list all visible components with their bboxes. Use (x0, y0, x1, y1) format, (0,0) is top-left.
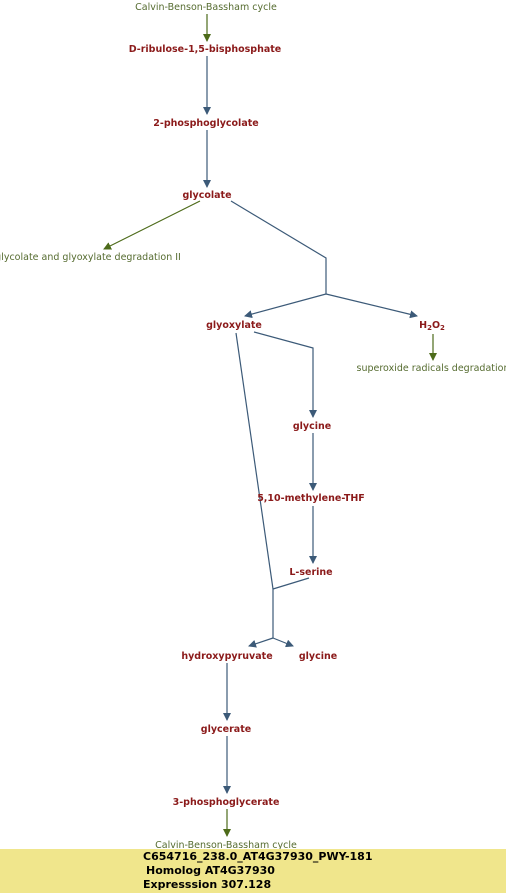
link-glycolate-degradation[interactable]: glycolate and glyoxylate degradation II (0, 252, 181, 263)
compound-glycolate[interactable]: glycolate (182, 190, 231, 201)
edge-junction-to-glyoxylate (244, 293, 327, 319)
gene-info-panel: C654716_238.0_AT4G37930_PWY-181 Homolog … (0, 849, 506, 893)
h2o2-h: H (419, 320, 427, 331)
compound-glycine-1[interactable]: glycine (293, 421, 331, 432)
compound-glycine-2[interactable]: glycine (299, 651, 337, 662)
compound-phosphoglycolate[interactable]: 2-phosphoglycolate (153, 118, 258, 129)
homolog-label: Homolog AT4G37930 (146, 864, 275, 877)
compound-ribulose-bisphosphate[interactable]: D-ribulose-1,5-bisphosphate (129, 44, 282, 55)
link-calvin-cycle-bottom[interactable]: Calvin-Benson-Bassham cycle (155, 840, 297, 851)
edge-junction2-to-glycine (272, 637, 294, 648)
link-calvin-cycle-top[interactable]: Calvin-Benson-Bassham cycle (135, 2, 277, 13)
compound-h2o2[interactable]: H2O2 (419, 320, 445, 332)
h2o2-o: O (432, 320, 440, 331)
compound-hydroxypyruvate[interactable]: hydroxypyruvate (181, 651, 272, 662)
edge-glycolate-to-degradation (103, 200, 201, 250)
h2o2-sub1: 2 (427, 324, 432, 332)
h2o2-sub2: 2 (440, 324, 445, 332)
edge-serine-to-junction2 (272, 577, 310, 638)
edge-glyoxylate-to-glycine (253, 331, 317, 418)
compound-glycerate[interactable]: glycerate (201, 724, 251, 735)
compound-phosphoglycerate[interactable]: 3-phosphoglycerate (173, 797, 280, 808)
edge-junction-to-h2o2 (325, 293, 418, 319)
link-superoxide-degradation[interactable]: superoxide radicals degradation (357, 363, 506, 374)
compound-glyoxylate[interactable]: glyoxylate (206, 320, 262, 331)
compound-l-serine[interactable]: L-serine (289, 567, 332, 578)
edge-glycolate-to-junction (230, 200, 327, 294)
edge-junction2-to-hydroxypyruvate (248, 637, 274, 648)
gene-id-label: C654716_238.0_AT4G37930_PWY-181 (143, 850, 373, 863)
expression-label: Expresssion 307.128 (143, 878, 272, 891)
edge-glyoxylate-to-junction2 (235, 332, 274, 590)
compound-methylene-thf[interactable]: 5,10-methylene-THF (257, 493, 365, 504)
